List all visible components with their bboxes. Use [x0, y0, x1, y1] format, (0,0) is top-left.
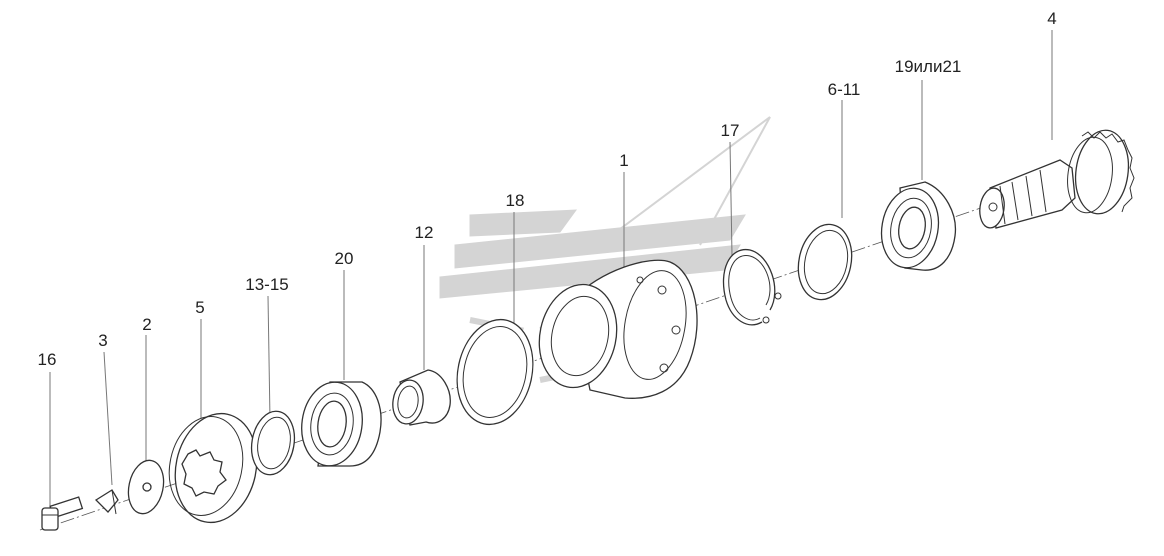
part-5-flange — [168, 412, 258, 524]
label-5: 5 — [195, 298, 204, 317]
label-1: 1 — [619, 151, 628, 170]
part-12-sleeve — [392, 369, 451, 426]
part-1-housing — [538, 259, 698, 399]
leader-lines — [49, 30, 1053, 512]
part-2-washer — [127, 459, 165, 515]
part-13-15-ring — [250, 410, 296, 476]
part-19-21-bearing — [880, 181, 957, 271]
part-6-11-shim — [797, 223, 853, 301]
label-6-11: 6-11 — [828, 80, 861, 99]
label-2: 2 — [142, 315, 151, 334]
part-20-bearing — [301, 381, 382, 467]
label-13-15: 13-15 — [245, 275, 288, 294]
label-17: 17 — [721, 121, 740, 140]
label-19-21: 19или21 — [895, 57, 962, 76]
leader-13-15 — [267, 295, 271, 421]
leader-17 — [729, 141, 733, 256]
label-18: 18 — [506, 191, 525, 210]
part-17-snapring — [722, 249, 782, 326]
part-3-clip — [94, 489, 119, 515]
leader-3 — [103, 351, 113, 486]
label-12: 12 — [415, 223, 434, 242]
part-18-oring — [456, 318, 534, 426]
label-4: 4 — [1047, 9, 1056, 28]
label-16: 16 — [38, 350, 57, 369]
label-3: 3 — [98, 331, 107, 350]
part-16-bolt — [41, 496, 84, 531]
label-20: 20 — [335, 249, 354, 268]
part-4-shaft — [979, 129, 1135, 229]
